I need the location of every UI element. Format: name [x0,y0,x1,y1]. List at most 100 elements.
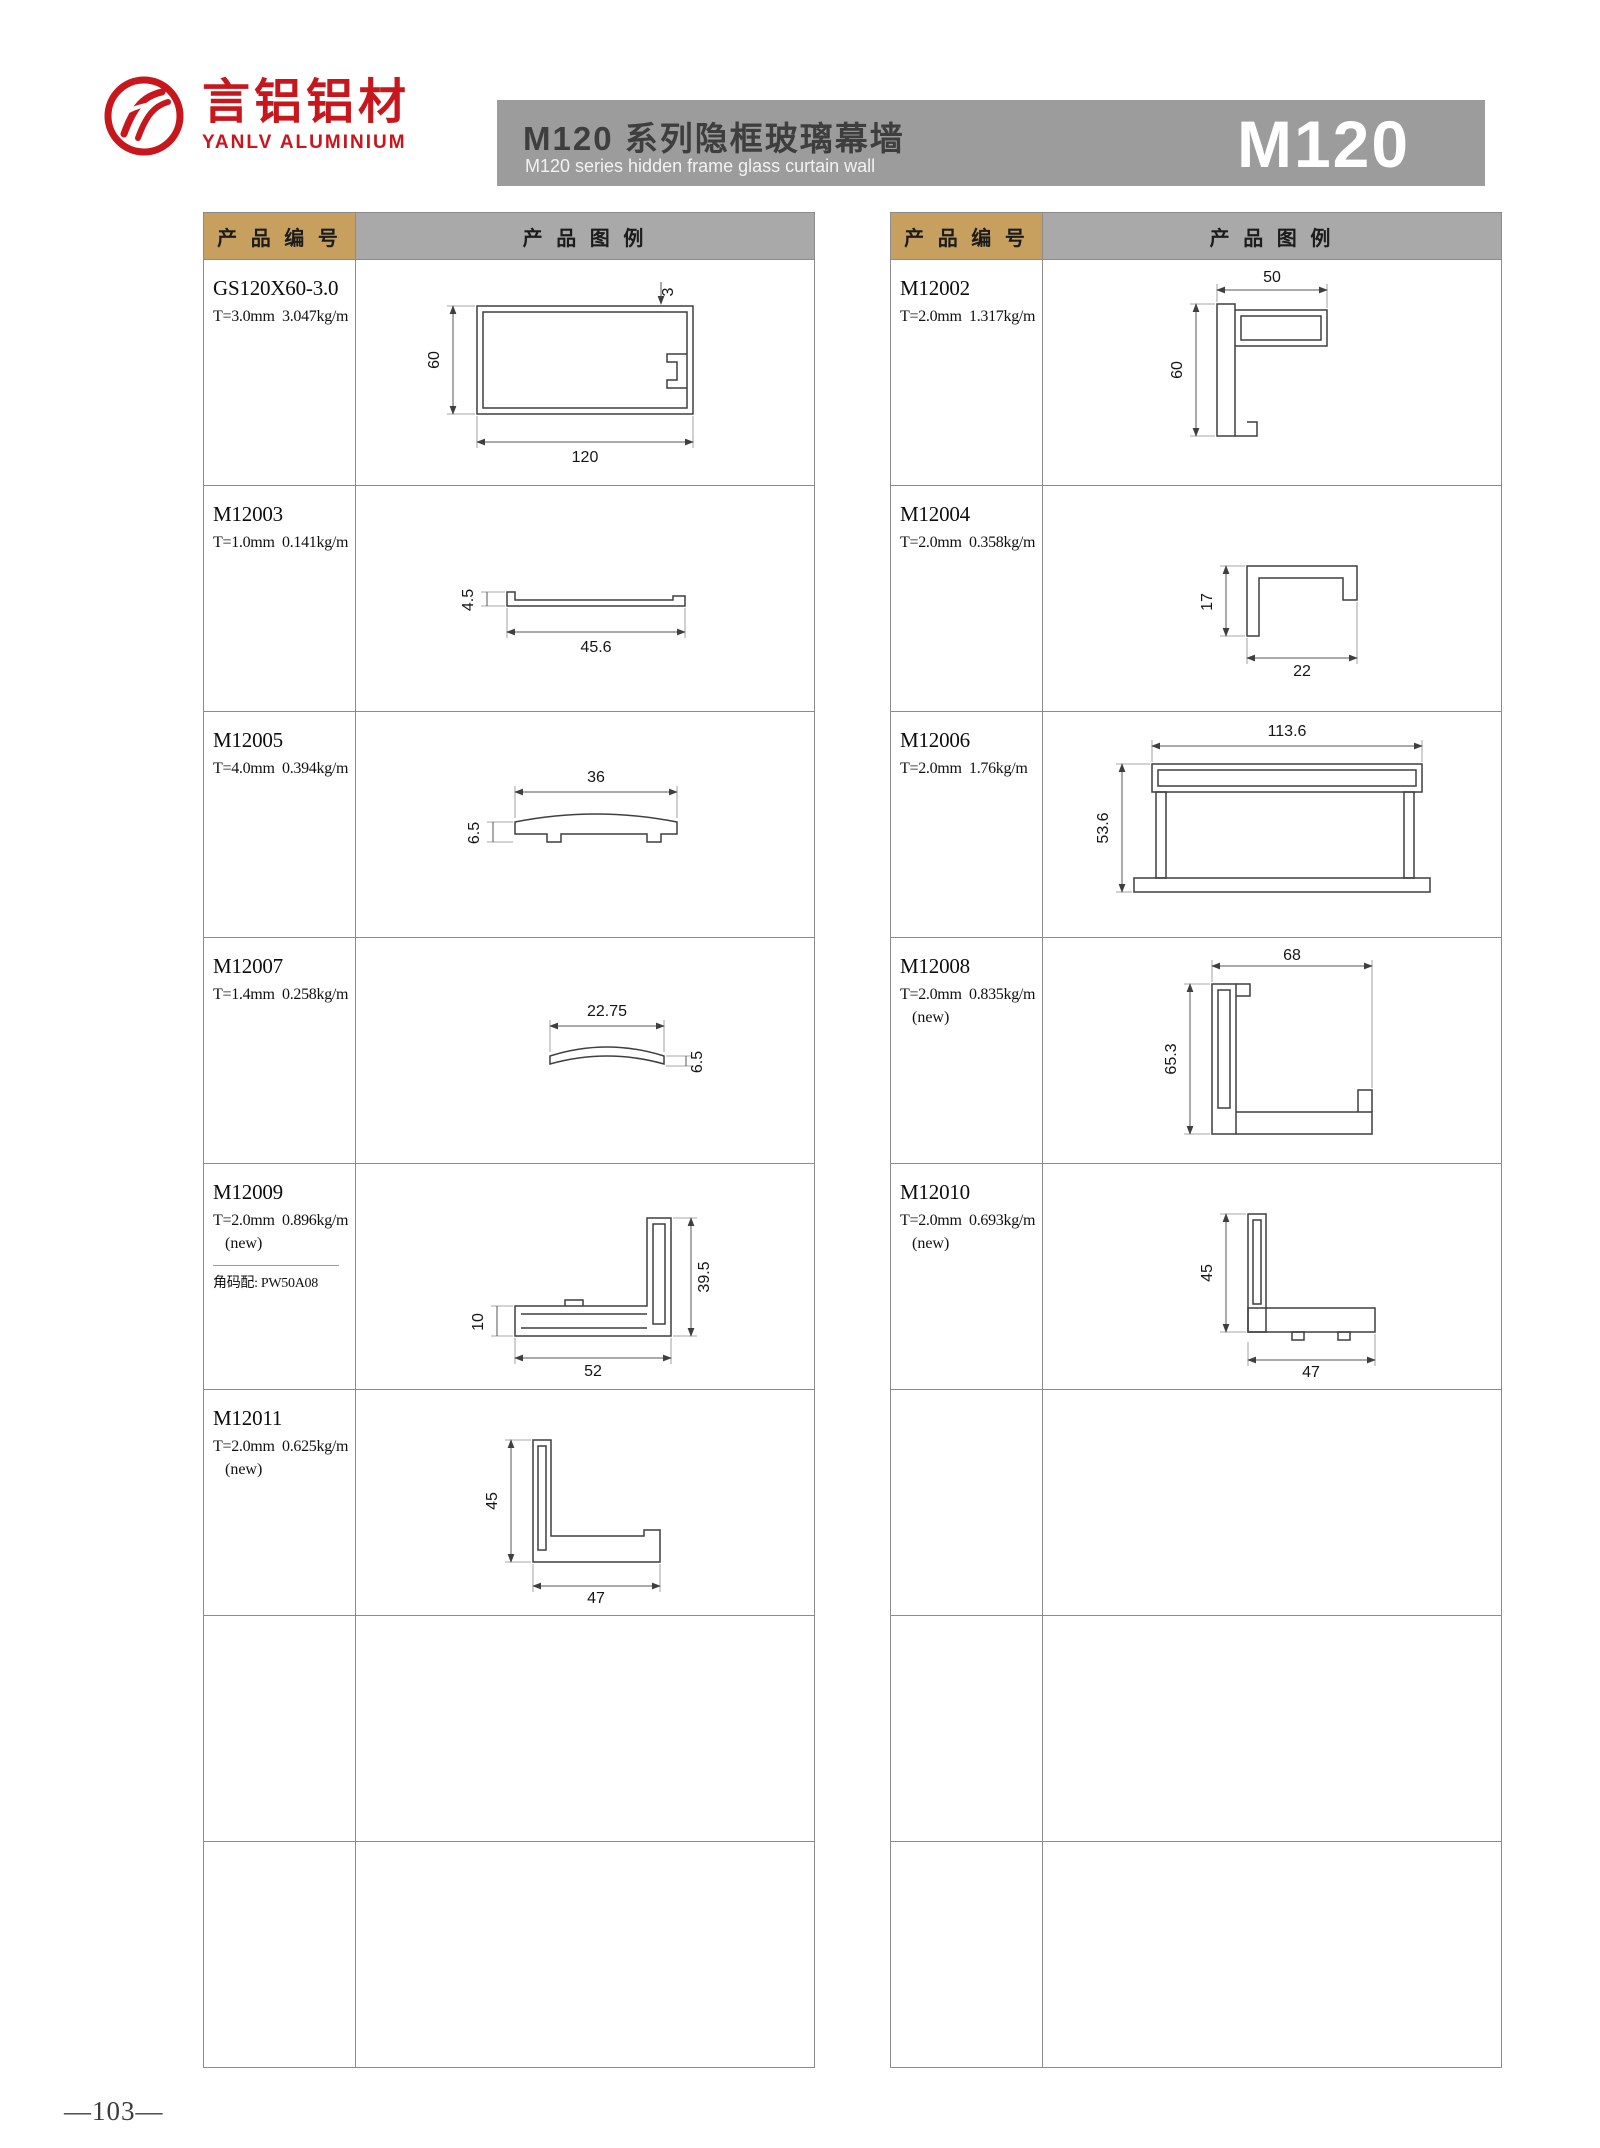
product-row-m12005: M12005 T=4.0mm 0.394kg/m 36 6.5 [204,711,814,937]
dim-height: 45 [484,1492,501,1510]
product-diagram-cell: 45 47 [356,1390,814,1615]
col-header-product-code: 产 品 编 号 [891,213,1043,259]
note-divider [213,1265,339,1266]
product-diagram-cell: 68 65.3 [1043,938,1501,1163]
empty-row [204,1841,814,2067]
profile-drawing-m12010: 45 47 [1199,1212,1376,1380]
product-row-m12006: M12006 T=2.0mm 1.76kg/m 113.6 53.6 [891,711,1501,937]
product-diagram-cell [1043,1390,1501,1615]
dim-height: 53.6 [1095,812,1112,843]
dim-height: 45 [1199,1264,1216,1282]
product-row-m12002: M12002 T=2.0mm 1.317kg/m 50 60 [891,259,1501,485]
product-code: M12003 [213,502,283,526]
col-header-product-code: 产 品 编 号 [204,213,356,259]
dim-width: 68 [1283,948,1301,964]
dim-height: 17 [1199,593,1216,611]
product-code: M12007 [213,954,283,978]
product-spec: T=2.0mm 0.625kg/m [213,1438,349,1455]
product-code: GS120X60-3.0 [213,276,339,300]
product-code: M12006 [900,728,970,752]
product-row-m12011: M12011 T=2.0mm 0.625kg/m (new) 45 47 [204,1389,814,1615]
series-title-cn: M120 系列隐框玻璃幕墙 [523,120,905,157]
product-code: M12008 [900,954,970,978]
product-code-cell [891,1842,1043,2067]
dim-height: 6.5 [466,821,483,843]
dim-height: 65.3 [1163,1043,1180,1074]
product-spec: T=1.4mm 0.258kg/m [213,986,349,1003]
dim-width: 52 [584,1363,602,1380]
product-row-m12010: M12010 T=2.0mm 0.693kg/m (new) 45 47 [891,1163,1501,1389]
product-diagram-cell: 22 17 [1043,486,1501,711]
page-number: —103— [64,2096,164,2126]
product-code-cell: M12007 T=1.4mm 0.258kg/m [204,938,356,1163]
dim-width: 113.6 [1268,723,1307,740]
product-new-tag: (new) [225,1461,263,1478]
dim-width: 36 [587,769,605,786]
brand-text: 言铝铝材 YANLV ALUMINIUM [202,75,411,154]
dim-height: 39.5 [696,1261,713,1292]
col-header-product-diagram: 产 品 图 例 [1043,213,1501,259]
product-diagram-cell: 113.6 53.6 [1043,712,1501,937]
brand-logo: 言铝铝材 YANLV ALUMINIUM [100,72,410,160]
dim-width: 22.75 [587,1003,627,1020]
product-code-cell: M12011 T=2.0mm 0.625kg/m (new) [204,1390,356,1615]
product-diagram-cell [1043,1616,1501,1841]
profile-drawing-m12007: 22.75 6.5 [549,1003,706,1073]
col-header-product-diagram: 产 品 图 例 [356,213,814,259]
product-row-m12004: M12004 T=2.0mm 0.358kg/m 22 17 [891,485,1501,711]
product-diagram-cell: 36 6.5 [356,712,814,937]
product-new-tag: (new) [225,1235,263,1252]
dim-width: 45.6 [580,639,611,656]
product-code-cell: M12010 T=2.0mm 0.693kg/m (new) [891,1164,1043,1389]
empty-row [891,1841,1501,2067]
product-code: M12010 [900,1180,970,1204]
product-code-cell: M12004 T=2.0mm 0.358kg/m [891,486,1043,711]
profile-drawing-m12009: 52 10 39.5 [470,1216,713,1380]
product-spec: T=2.0mm 1.317kg/m [900,308,1036,325]
series-title-en: M120 series hidden frame glass curtain w… [525,156,876,176]
product-row-gs120x60: GS120X60-3.0 T=3.0mm 3.047kg/m 120 60 3 [204,259,814,485]
series-code-badge: M120 [1237,107,1411,181]
brand-name-cn: 言铝铝材 [202,75,411,129]
profile-drawing-m12008: 68 65.3 [1163,948,1373,1135]
product-code-cell [891,1616,1043,1841]
product-row-m12009: M12009 T=2.0mm 0.896kg/m (new) 角码配: PW50… [204,1163,814,1389]
product-new-tag: (new) [912,1009,950,1026]
dim-wall: 3 [660,287,677,296]
product-code-cell: M12009 T=2.0mm 0.896kg/m (new) 角码配: PW50… [204,1164,356,1389]
product-row-m12003: M12003 T=1.0mm 0.141kg/m 45.6 4.5 [204,485,814,711]
product-diagram-cell: 45.6 4.5 [356,486,814,711]
product-diagram-cell: 120 60 3 [356,260,814,485]
product-row-m12007: M12007 T=1.4mm 0.258kg/m 22.75 6.5 [204,937,814,1163]
product-code-cell: M12008 T=2.0mm 0.835kg/m (new) [891,938,1043,1163]
product-spec: T=2.0mm 0.896kg/m [213,1212,349,1229]
table-header-row: 产 品 编 号 产 品 图 例 [891,213,1501,259]
dim-inner: 10 [470,1313,487,1331]
dim-width: 120 [572,449,599,466]
product-table-right: 产 品 编 号 产 品 图 例 M12002 T=2.0mm 1.317kg/m… [890,212,1502,2068]
product-code-cell: GS120X60-3.0 T=3.0mm 3.047kg/m [204,260,356,485]
dim-width: 22 [1293,663,1311,680]
product-spec: T=2.0mm 0.693kg/m [900,1212,1036,1229]
product-spec: T=3.0mm 3.047kg/m [213,308,349,325]
product-code-cell [204,1616,356,1841]
dim-height: 4.5 [460,588,477,610]
empty-row [891,1615,1501,1841]
product-diagram-cell: 50 60 [1043,260,1501,485]
product-spec: T=2.0mm 0.358kg/m [900,534,1036,551]
product-spec: T=1.0mm 0.141kg/m [213,534,349,551]
profile-drawing-m12005: 36 6.5 [466,769,678,844]
dim-width: 47 [587,1590,605,1606]
empty-row [891,1389,1501,1615]
product-diagram-cell: 45 47 [1043,1164,1501,1389]
profile-drawing-m12006: 113.6 53.6 [1095,723,1431,893]
dim-height: 6.5 [689,1050,706,1072]
dim-height: 60 [1169,361,1186,379]
product-code-cell: M12005 T=4.0mm 0.394kg/m [204,712,356,937]
product-diagram-cell [356,1842,814,2067]
product-code-cell [204,1842,356,2067]
table-header-row: 产 品 编 号 产 品 图 例 [204,213,814,259]
product-code: M12011 [213,1406,283,1430]
profile-drawing-m12002: 50 60 [1169,270,1328,437]
product-row-m12008: M12008 T=2.0mm 0.835kg/m (new) 68 65.3 [891,937,1501,1163]
